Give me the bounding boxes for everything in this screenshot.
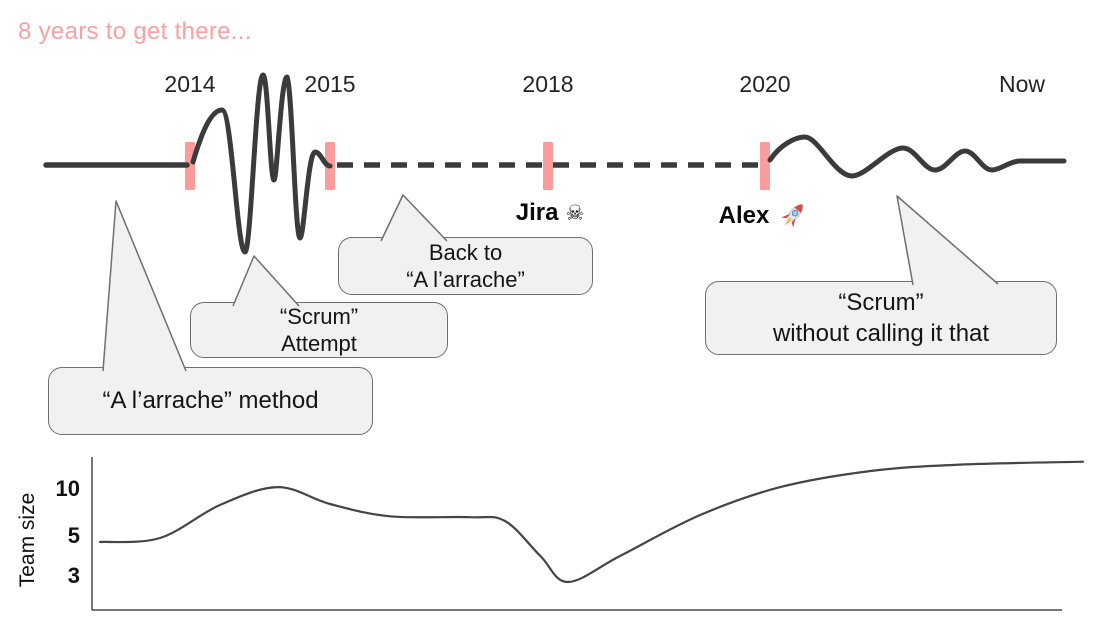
year-label-2018: 2018 bbox=[522, 71, 574, 97]
chart-y-tick-3: 3 bbox=[67, 563, 80, 588]
year-label-2015: 2015 bbox=[304, 71, 356, 97]
callout-text: without calling it that bbox=[772, 320, 990, 347]
callout-back-to-a-larrache: Back to “A l’arrache” bbox=[338, 237, 593, 295]
event-label: Jira bbox=[515, 199, 559, 226]
event-label: Alex bbox=[718, 201, 770, 229]
callout-text: “A l’arrache” bbox=[406, 267, 525, 292]
timeline-tick-2018 bbox=[543, 142, 553, 190]
chart-y-tick-5: 5 bbox=[67, 523, 80, 548]
timeline-tick-2020 bbox=[760, 142, 770, 190]
chart-y-axis-label: Team size bbox=[16, 492, 39, 588]
timeline-chaos-squiggle bbox=[190, 72, 333, 255]
callout-text: Back to bbox=[428, 239, 503, 265]
callout-a-larrache-method: “A l’arrache” method bbox=[48, 367, 373, 435]
callout-scrum-attempt: “Scrum” Attempt bbox=[190, 302, 448, 358]
rocket-emoji bbox=[781, 204, 803, 228]
timeline-ticks bbox=[185, 142, 770, 190]
event-jira: Jira ☠ bbox=[516, 199, 585, 227]
callout-text: “Scrum” bbox=[279, 303, 359, 329]
year-label-2020: 2020 bbox=[739, 71, 791, 97]
callout-text: Attempt bbox=[281, 331, 357, 356]
skull-emoji: ☠ bbox=[565, 202, 585, 225]
timeline-calm-wave bbox=[767, 134, 1067, 179]
chart-y-tick-10: 10 bbox=[55, 476, 80, 501]
page-title: 8 years to get there... bbox=[18, 18, 252, 45]
callout-text: “Scrum” bbox=[838, 288, 924, 316]
callout-scrum-without-calling-it-that: “Scrum” without calling it that bbox=[705, 281, 1057, 355]
year-label-2014: 2014 bbox=[164, 71, 216, 97]
event-alex: Alex bbox=[719, 199, 810, 232]
year-label-now: Now bbox=[998, 71, 1046, 97]
timeline-tick-2014 bbox=[185, 142, 195, 190]
callout-text: “A l’arrache” method bbox=[102, 387, 319, 414]
team-size-curve bbox=[98, 460, 1085, 584]
